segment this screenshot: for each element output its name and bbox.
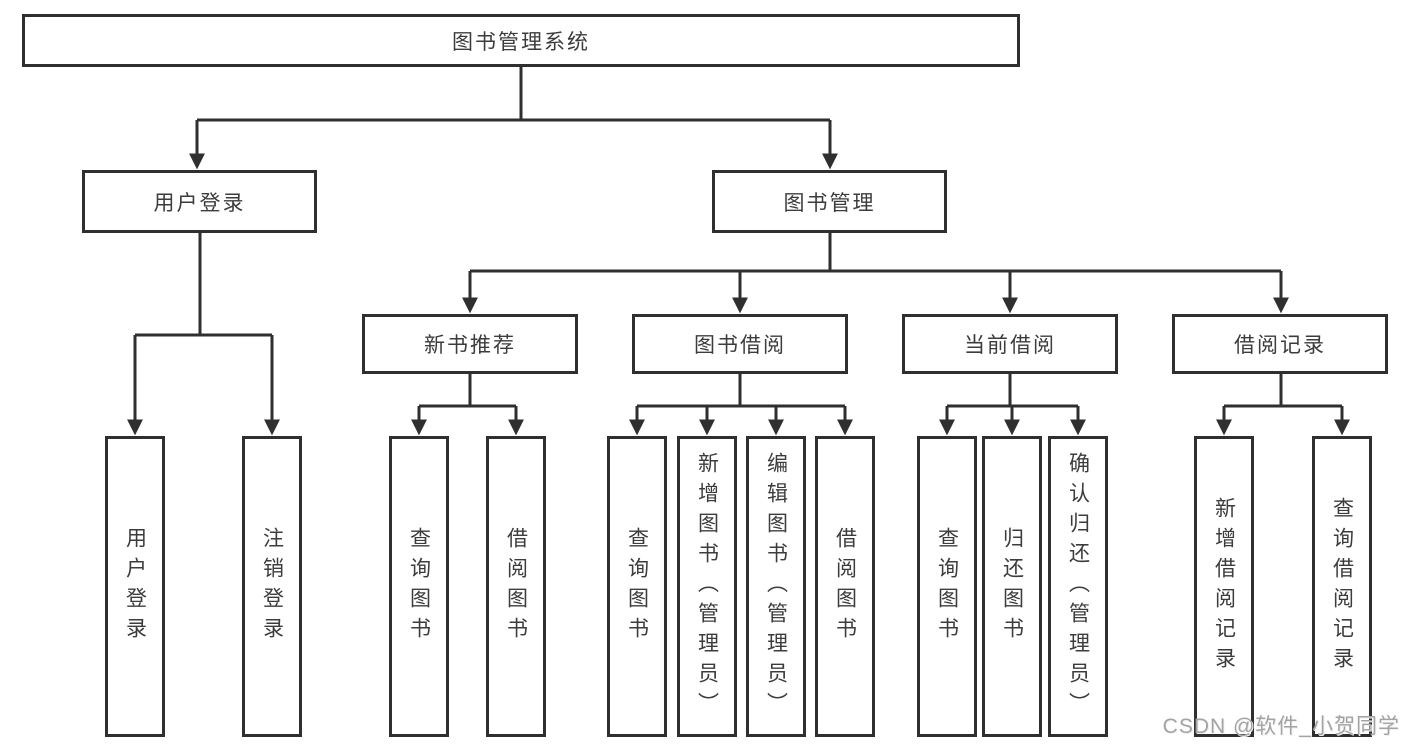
node-borrowing-records: 借阅记录 bbox=[1172, 314, 1388, 374]
node-user-login-branch: 用户登录 bbox=[82, 170, 317, 233]
leaf-query-borrow-record: 查询借阅记录 bbox=[1312, 436, 1372, 737]
leaf-confirm-return-admin: 确认归还（管理员） bbox=[1048, 436, 1108, 737]
leaf-borrow-books-rec: 借阅图书 bbox=[486, 436, 546, 737]
node-book-borrowing: 图书借阅 bbox=[632, 314, 848, 374]
leaf-edit-books-admin: 编辑图书（管理员） bbox=[746, 436, 806, 737]
leaf-add-books-admin: 新增图书（管理员） bbox=[677, 436, 737, 737]
leaf-query-books-current: 查询图书 bbox=[917, 436, 977, 737]
node-current-borrowing: 当前借阅 bbox=[902, 314, 1118, 374]
node-new-book-recommendation: 新书推荐 bbox=[362, 314, 578, 374]
csdn-watermark: CSDN @软件_小贺同学 bbox=[1162, 715, 1400, 738]
node-book-management-branch: 图书管理 bbox=[712, 170, 947, 233]
leaf-query-books-rec: 查询图书 bbox=[389, 436, 449, 737]
leaf-add-borrow-record: 新增借阅记录 bbox=[1194, 436, 1254, 737]
leaf-logout: 注销登录 bbox=[242, 436, 302, 737]
leaf-query-books-borrow: 查询图书 bbox=[607, 436, 667, 737]
leaf-user-login: 用户登录 bbox=[105, 436, 165, 737]
leaf-return-books: 归还图书 bbox=[982, 436, 1042, 737]
leaf-borrow-books: 借阅图书 bbox=[815, 436, 875, 737]
node-root-title: 图书管理系统 bbox=[22, 14, 1020, 67]
